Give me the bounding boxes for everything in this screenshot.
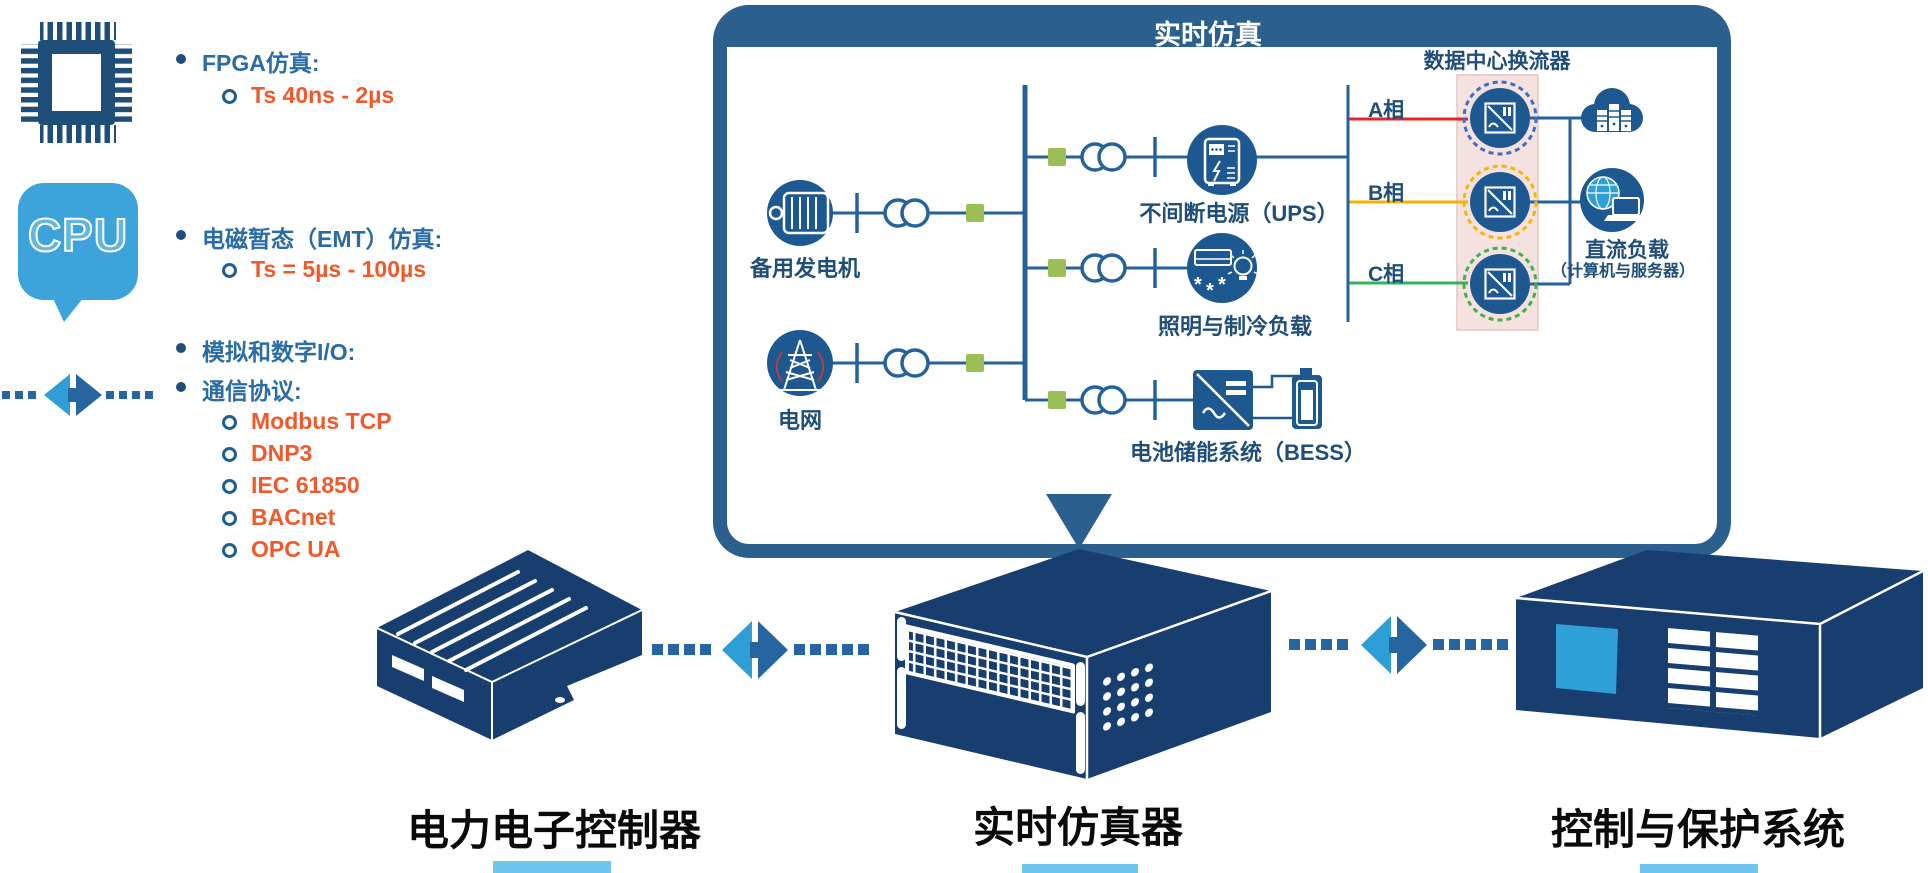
io-arrows-icon — [2, 374, 153, 416]
connector-dots — [1102, 659, 1158, 738]
spec-io-label: 模拟和数字I/O: — [202, 339, 356, 365]
sub-bullet-icon — [222, 479, 237, 494]
controller-label: 电力电子控制器 — [406, 807, 702, 854]
phase-b-label: B相 — [1368, 182, 1405, 205]
converter-c-icon — [1462, 246, 1538, 322]
connector-right — [1289, 616, 1508, 674]
protocol-modbus: Modbus TCP — [251, 408, 392, 434]
controller-device — [376, 550, 643, 740]
switch-squares — [966, 148, 1066, 409]
svg-text:*: * — [1194, 274, 1202, 296]
drive-bays — [1668, 628, 1764, 717]
battery-icon — [1292, 368, 1322, 429]
spec-fpga-value: Ts 40ns - 2µs — [222, 82, 394, 109]
sub-bullet-icon — [222, 543, 237, 558]
protection-device — [1515, 550, 1924, 738]
bullet-icon — [176, 54, 186, 64]
phase-a-label: A相 — [1368, 99, 1405, 122]
bess-label: 电池储能系统（BESS） — [1130, 440, 1366, 465]
spec-io: 模拟和数字I/O: — [176, 333, 355, 367]
converter-b-icon — [1462, 164, 1538, 240]
device-screen — [1556, 624, 1618, 694]
protocol-opcua: OPC UA — [251, 536, 341, 562]
ups-label: 不间断电源（UPS） — [1139, 201, 1339, 226]
protocol-dnp3: DNP3 — [251, 440, 313, 466]
grid-label: 电网 — [777, 408, 823, 433]
generator-icon — [767, 180, 833, 246]
accent-bar — [1022, 864, 1138, 873]
spec-emt-value-text: Ts = 5µs - 100µs — [251, 256, 427, 282]
bess-icon — [1193, 368, 1322, 430]
svg-text:*: * — [1206, 280, 1214, 302]
cpu-bubble-icon — [18, 183, 138, 322]
server-rack-glyph — [1597, 104, 1631, 131]
ups-icon — [1187, 125, 1257, 195]
protocol-bacnet: BACnet — [251, 504, 336, 530]
protocol-item: DNP3 — [222, 440, 312, 467]
cpu-bubble-label: CPU — [27, 208, 129, 262]
bullet-icon — [176, 343, 186, 353]
sub-bullet-icon — [222, 447, 237, 462]
grid-icon — [767, 330, 833, 396]
generator-label: 备用发电机 — [749, 256, 861, 281]
transformers — [883, 142, 1127, 415]
lighting-label: 照明与制冷负载 — [1157, 314, 1313, 339]
fpga-chip-icon — [21, 22, 132, 143]
phase-c-label: C相 — [1368, 263, 1405, 286]
connector-left — [652, 621, 869, 679]
simulator-device — [894, 549, 1272, 779]
spec-emt-label: 电磁暂态（EMT）仿真: — [202, 226, 443, 252]
sub-bullet-icon — [222, 263, 237, 278]
protocol-item: IEC 61850 — [222, 472, 360, 499]
accent-bar — [1640, 864, 1758, 873]
spec-fpga-value-text: Ts 40ns - 2µs — [251, 82, 395, 108]
transformer-icon — [900, 198, 930, 228]
transformer-icon — [1097, 142, 1127, 172]
simulator-label: 实时仿真器 — [972, 804, 1184, 851]
accent-bar — [493, 861, 611, 873]
cloud-servers-icon — [1581, 88, 1643, 132]
protection-label: 控制与保护系统 — [1550, 806, 1846, 853]
sub-bullet-icon — [222, 415, 237, 430]
dc-load-label: 直流负载 — [1585, 239, 1669, 262]
transformer-icon — [1097, 253, 1127, 283]
converter-group-label: 数据中心换流器 — [1423, 50, 1571, 73]
sub-bullet-icon — [222, 89, 237, 104]
converter-a-icon — [1462, 80, 1538, 156]
panel-callout-tail — [1046, 494, 1112, 549]
switch-icon — [1048, 391, 1066, 409]
bullet-icon — [176, 382, 186, 392]
realtime-simulation-panel — [713, 5, 1731, 558]
switch-icon — [966, 204, 984, 222]
spec-fpga: FPGA仿真: — [176, 44, 320, 78]
transformer-icon — [900, 348, 930, 378]
spec-emt: 电磁暂态（EMT）仿真: — [176, 220, 442, 254]
spec-fpga-label: FPGA仿真: — [202, 50, 320, 76]
lighting-cooling-icon: * * * — [1187, 233, 1259, 303]
dc-load-sub-label: （计算机与服务器） — [1550, 263, 1696, 280]
switch-icon — [966, 354, 984, 372]
panel-title: 实时仿真 — [1154, 20, 1262, 50]
spec-protocols: 通信协议: — [176, 372, 302, 406]
spec-emt-value: Ts = 5µs - 100µs — [222, 256, 426, 283]
bullet-icon — [176, 230, 186, 240]
protocol-item: OPC UA — [222, 536, 340, 563]
protocol-item: Modbus TCP — [222, 408, 392, 435]
svg-text:*: * — [1218, 274, 1226, 296]
spec-protocols-label: 通信协议: — [202, 378, 302, 404]
globe-computer-icon — [1580, 168, 1648, 232]
switch-icon — [1048, 259, 1066, 277]
transformer-icon — [1097, 385, 1127, 415]
switch-icon — [1048, 148, 1066, 166]
protocol-item: BACnet — [222, 504, 335, 531]
port-grid — [905, 624, 1075, 714]
protocol-iec61850: IEC 61850 — [251, 472, 360, 498]
sub-bullet-icon — [222, 511, 237, 526]
